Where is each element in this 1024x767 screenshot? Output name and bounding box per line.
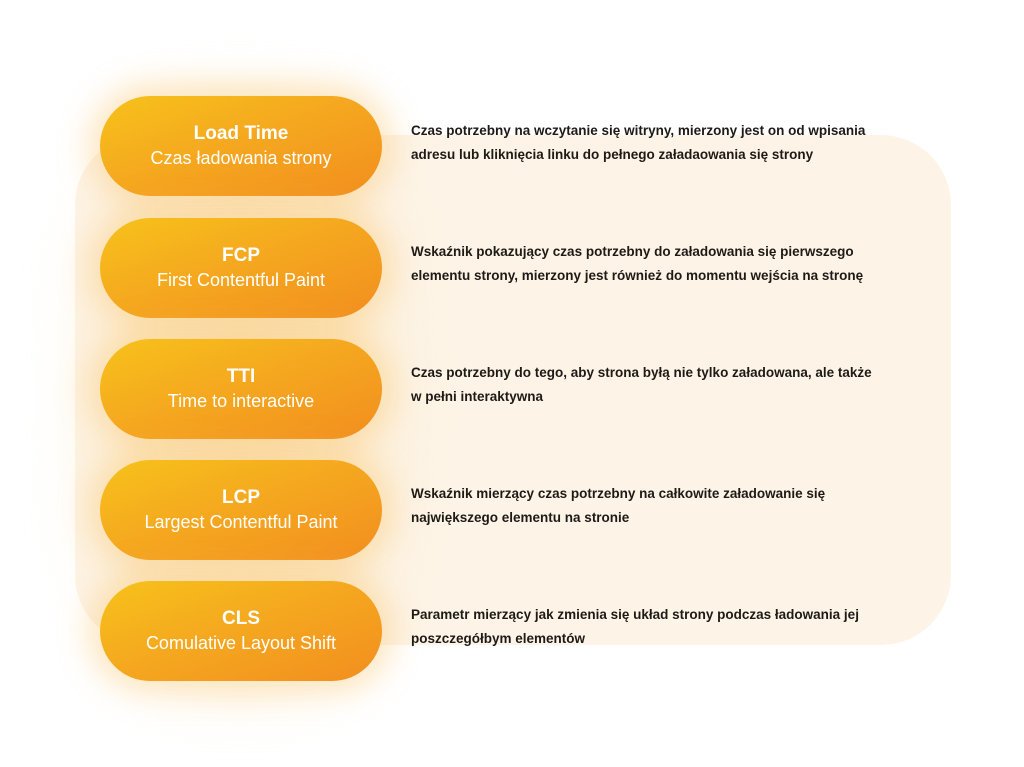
description-line: poszczegółbym elementów [411,631,586,646]
metric-abbr: LCP [222,487,260,508]
metric-abbr: FCP [222,245,260,266]
metric-description-load-time: Czas potrzebny na wczytanie się witryny,… [411,119,911,167]
description-line: Czas potrzebny do tego, aby strona byłą … [411,365,872,380]
description-line: w pełni interaktywna [411,389,544,404]
metric-description-lcp: Wskaźnik mierzący czas potrzebny na całk… [411,482,911,530]
metric-pill-lcp: LCP Largest Contentful Paint [100,460,382,560]
metric-description-fcp: Wskaźnik pokazujący czas potrzebny do za… [411,240,911,288]
metric-full-name: Time to interactive [167,391,315,411]
metric-description-tti: Czas potrzebny do tego, aby strona byłą … [411,361,911,409]
description-line: Parametr mierzący jak zmienia się układ … [411,607,859,622]
description-line: Czas potrzebny na wczytanie się witryny,… [411,123,866,138]
metric-full-name: Comulative Layout Shift [145,633,337,653]
metric-pill-fcp: FCP First Contentful Paint [100,218,382,318]
metric-pill-tti: TTI Time to interactive [100,339,382,439]
metric-full-name: Largest Contentful Paint [144,512,338,532]
description-line: największego elementu na stronie [411,510,630,525]
description-line: elementu strony, mierzony jest również d… [411,268,864,283]
metric-description-cls: Parametr mierzący jak zmienia się układ … [411,603,911,651]
metric-full-name: First Contentful Paint [156,270,326,290]
metric-pill-cls: CLS Comulative Layout Shift [100,581,382,681]
metric-abbr: Load Time [193,123,289,144]
description-line: Wskaźnik mierzący czas potrzebny na całk… [411,486,826,501]
metric-full-name: Czas ładowania strony [150,148,332,168]
description-line: adresu lub kliknięcia linku do pełnego z… [411,147,814,162]
metric-abbr: TTI [226,366,256,387]
description-line: Wskaźnik pokazujący czas potrzebny do za… [411,244,854,259]
metric-pill-load-time: Load Time Czas ładowania strony [100,96,382,196]
metric-abbr: CLS [222,608,260,629]
